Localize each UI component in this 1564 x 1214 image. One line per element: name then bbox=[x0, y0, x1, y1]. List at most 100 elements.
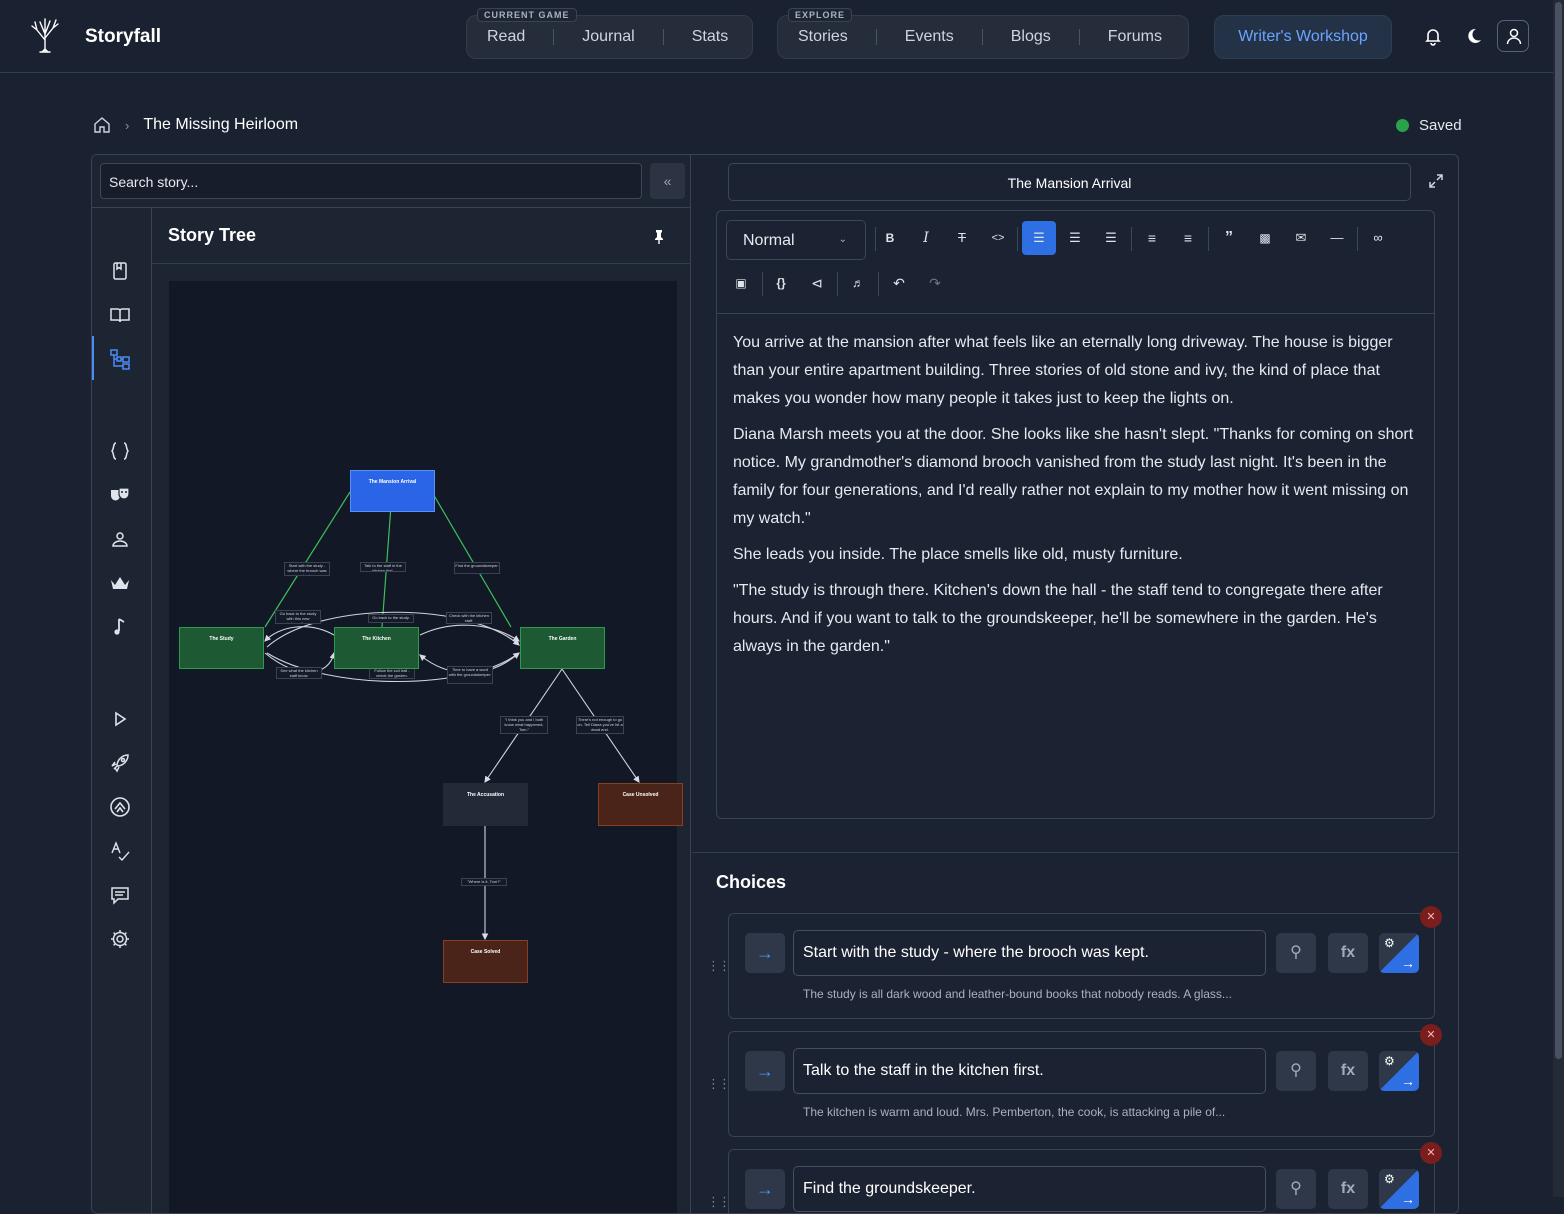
bell-icon[interactable] bbox=[1423, 26, 1443, 46]
edge-label[interactable]: See what the kitchen staff know. bbox=[276, 667, 322, 679]
passage-body[interactable]: You arrive at the mansion after what fee… bbox=[733, 329, 1417, 669]
block-format-select[interactable]: Normal⌄ bbox=[726, 220, 866, 260]
formula-button[interactable]: fx bbox=[1328, 1051, 1368, 1091]
pin-icon[interactable] bbox=[652, 229, 666, 245]
arrow-right-icon[interactable]: → bbox=[745, 933, 785, 973]
play-icon[interactable] bbox=[109, 708, 131, 730]
variable-icon[interactable]: {} bbox=[776, 276, 786, 290]
strikethrough-icon[interactable]: T bbox=[958, 230, 966, 245]
edge-label[interactable]: Find the groundskeeper. bbox=[454, 562, 500, 574]
character-icon[interactable] bbox=[109, 528, 131, 550]
link-icon[interactable]: ∞ bbox=[1373, 230, 1383, 245]
horizontal-rule-icon[interactable]: — bbox=[1330, 230, 1344, 245]
home-icon[interactable] bbox=[93, 116, 111, 134]
story-node[interactable]: The Study bbox=[179, 627, 264, 669]
align-left-icon[interactable]: ☰ bbox=[1022, 221, 1056, 255]
drag-handle-icon[interactable]: ⋮⋮ bbox=[707, 1076, 731, 1091]
writers-workshop-button[interactable]: Writer's Workshop bbox=[1214, 15, 1392, 59]
story-node[interactable]: The Garden bbox=[520, 627, 605, 669]
quote-icon[interactable]: ” bbox=[1225, 229, 1233, 246]
badge-icon[interactable] bbox=[109, 796, 131, 818]
edge-label[interactable]: Check with the kitchen staff. bbox=[446, 612, 492, 624]
music-icon[interactable] bbox=[109, 616, 131, 638]
nav-read[interactable]: Read bbox=[467, 29, 555, 45]
story-node-ending[interactable]: Case Unsolved bbox=[598, 783, 683, 826]
image-icon[interactable]: ▣ bbox=[735, 276, 747, 290]
align-center-icon[interactable]: ☰ bbox=[1069, 230, 1081, 245]
moon-icon[interactable] bbox=[1463, 26, 1483, 46]
goto-settings-button[interactable]: ⚙→ bbox=[1379, 1051, 1419, 1091]
story-node[interactable]: The Accusation bbox=[443, 783, 528, 826]
collapse-panel-button[interactable]: « bbox=[650, 163, 685, 199]
formula-button[interactable]: fx bbox=[1328, 933, 1368, 973]
story-node-start[interactable]: The Mansion Arrival bbox=[350, 470, 435, 512]
passage-title-input[interactable]: The Mansion Arrival bbox=[728, 163, 1411, 201]
nav-stats[interactable]: Stats bbox=[691, 28, 729, 45]
edge-label[interactable]: Start with the study - where the brooch … bbox=[284, 562, 330, 576]
share-icon[interactable]: ⊲ bbox=[811, 275, 823, 291]
edge-label[interactable]: There's not enough to go on. Tell Diana … bbox=[576, 716, 624, 734]
page-icon[interactable] bbox=[109, 260, 131, 282]
key-icon[interactable]: ⚲ bbox=[1276, 933, 1316, 973]
undo-icon[interactable]: ↶ bbox=[893, 275, 905, 291]
align-right-icon[interactable]: ☰ bbox=[1105, 230, 1117, 245]
braces-icon[interactable] bbox=[109, 440, 131, 462]
edge-label[interactable]: Talk to the staff in the kitchen first. bbox=[360, 562, 406, 572]
app-name[interactable]: Storyfall bbox=[85, 26, 162, 47]
edge-label[interactable]: Go back to the study with this new infor… bbox=[275, 610, 321, 624]
edge-label[interactable]: Go back to the study. bbox=[368, 614, 414, 623]
drag-handle-icon[interactable]: ⋮⋮ bbox=[707, 958, 731, 973]
edge-label[interactable]: "Where is it, Tom?" bbox=[461, 878, 507, 886]
arrow-right-icon[interactable]: → bbox=[745, 1169, 785, 1209]
mail-icon[interactable]: ✉ bbox=[1295, 230, 1307, 245]
nav-journal[interactable]: Journal bbox=[554, 29, 664, 45]
nav-stories[interactable]: Stories bbox=[778, 29, 877, 45]
page-scrollbar[interactable] bbox=[1553, 0, 1564, 1197]
choices-title: Choices bbox=[716, 872, 787, 892]
choice-text-input[interactable]: Talk to the staff in the kitchen first. bbox=[793, 1048, 1266, 1094]
nav-forums[interactable]: Forums bbox=[1107, 28, 1162, 45]
story-tree-canvas[interactable]: Start with the study - where the brooch … bbox=[169, 281, 683, 1213]
delete-choice-icon[interactable]: ✕ bbox=[1420, 906, 1442, 928]
formula-button[interactable]: fx bbox=[1328, 1169, 1368, 1209]
key-icon[interactable]: ⚲ bbox=[1276, 1051, 1316, 1091]
tree-icon[interactable] bbox=[109, 348, 131, 370]
key-icon[interactable]: ⚲ bbox=[1276, 1169, 1316, 1209]
expand-icon[interactable] bbox=[1428, 173, 1444, 189]
edge-label[interactable]: Time to have a word with the groundskeep… bbox=[447, 666, 493, 684]
delete-choice-icon[interactable]: ✕ bbox=[1420, 1024, 1442, 1046]
embed-icon[interactable]: ▩ bbox=[1259, 231, 1271, 245]
rocket-icon[interactable] bbox=[109, 752, 131, 774]
edge-label[interactable]: "I think you and I both know what happen… bbox=[500, 716, 548, 734]
breadcrumb-story-title[interactable]: The Missing Heirloom bbox=[143, 116, 299, 133]
goto-settings-button[interactable]: ⚙→ bbox=[1379, 933, 1419, 973]
arrow-right-icon[interactable]: → bbox=[745, 1051, 785, 1091]
code-icon[interactable]: <> bbox=[991, 232, 1005, 244]
book-icon[interactable] bbox=[109, 304, 131, 326]
nav-blogs[interactable]: Blogs bbox=[983, 29, 1080, 45]
nav-events[interactable]: Events bbox=[877, 29, 983, 45]
story-node-ending[interactable]: Case Solved bbox=[443, 940, 528, 983]
goto-settings-button[interactable]: ⚙→ bbox=[1379, 1169, 1419, 1209]
bullet-list-icon[interactable]: ≡ bbox=[1147, 230, 1157, 246]
bold-icon[interactable]: B bbox=[885, 231, 895, 245]
crown-icon[interactable] bbox=[109, 572, 131, 594]
masks-icon[interactable] bbox=[109, 484, 131, 506]
delete-choice-icon[interactable]: ✕ bbox=[1420, 1142, 1442, 1164]
tree-logo-icon[interactable] bbox=[28, 16, 62, 54]
gear-icon[interactable] bbox=[109, 928, 131, 950]
audio-icon[interactable]: ♬ bbox=[852, 276, 864, 290]
redo-icon[interactable]: ↷ bbox=[929, 275, 941, 291]
scrollbar-thumb[interactable] bbox=[1555, 2, 1562, 1059]
spellcheck-icon[interactable] bbox=[109, 840, 131, 862]
gear-icon: ⚙ bbox=[1384, 936, 1395, 950]
comment-icon[interactable] bbox=[109, 884, 131, 906]
italic-icon[interactable]: I bbox=[923, 230, 929, 246]
numbered-list-icon[interactable]: ≡ bbox=[1183, 230, 1193, 246]
choice-text-input[interactable]: Start with the study - where the brooch … bbox=[793, 930, 1266, 976]
story-node[interactable]: The Kitchen bbox=[334, 627, 419, 669]
story-search-input[interactable]: Search story... bbox=[100, 163, 642, 199]
user-menu-button[interactable] bbox=[1497, 20, 1529, 52]
choice-text-input[interactable]: Find the groundskeeper. bbox=[793, 1166, 1266, 1212]
drag-handle-icon[interactable]: ⋮⋮ bbox=[707, 1194, 731, 1209]
